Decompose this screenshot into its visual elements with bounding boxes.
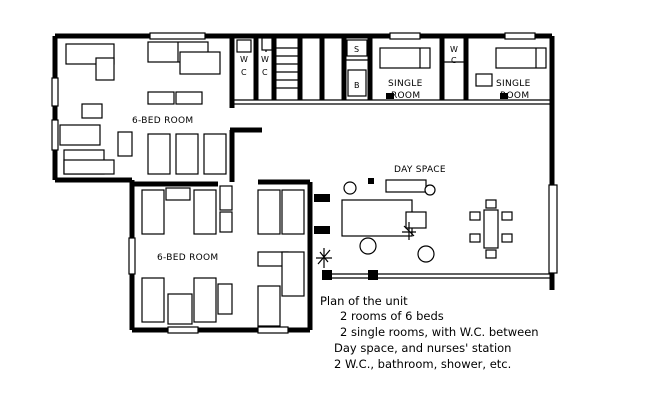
- wc-3-label-c: C: [451, 56, 457, 65]
- bath-tub: [347, 69, 367, 97]
- day-space-label: DAY SPACE: [394, 165, 446, 175]
- wc-3-label-w: W: [450, 45, 458, 54]
- service-partitions: [232, 36, 552, 105]
- single-room-2-label-b: ROOM: [500, 91, 529, 101]
- top-bed-room-label: 6-BED ROOM: [132, 116, 194, 126]
- bottom-bed-room-furniture: [141, 185, 305, 327]
- wc-2-label-c: C: [262, 68, 268, 77]
- wc-1-label-w: W: [240, 55, 248, 64]
- single-room-1-label-b: ROOM: [391, 91, 420, 101]
- wc-2-label-w: W: [261, 55, 269, 64]
- shower-label: S: [354, 45, 359, 54]
- caption-line-2: 2 single rooms, with W.C. between: [340, 325, 539, 339]
- caption-title: Plan of the unit: [320, 294, 408, 308]
- caption-line-1: 2 rooms of 6 beds: [340, 309, 444, 323]
- caption-line-3: Day space, and nurses' station: [334, 341, 511, 355]
- day-space-furniture: [314, 178, 513, 280]
- plan-caption: Plan of the unit 2 rooms of 6 beds 2 sin…: [320, 294, 539, 371]
- single-room-1-label-a: SINGLE: [388, 79, 423, 89]
- shower-stall: [346, 39, 368, 57]
- single-room-2: SINGLE ROOM: [475, 47, 547, 101]
- single-room-2-label-a: SINGLE: [496, 79, 531, 89]
- caption-line-4: 2 W.C., bathroom, shower, etc.: [334, 357, 511, 371]
- bath-label: B: [354, 81, 360, 90]
- stair-treads: [276, 47, 298, 89]
- top-bed-room-furniture: [59, 41, 227, 175]
- bottom-bed-room-label: 6-BED ROOM: [157, 253, 219, 263]
- windows: [51, 32, 558, 334]
- wc-1-label-c: C: [241, 68, 247, 77]
- single-room-1: SINGLE ROOM: [379, 47, 431, 101]
